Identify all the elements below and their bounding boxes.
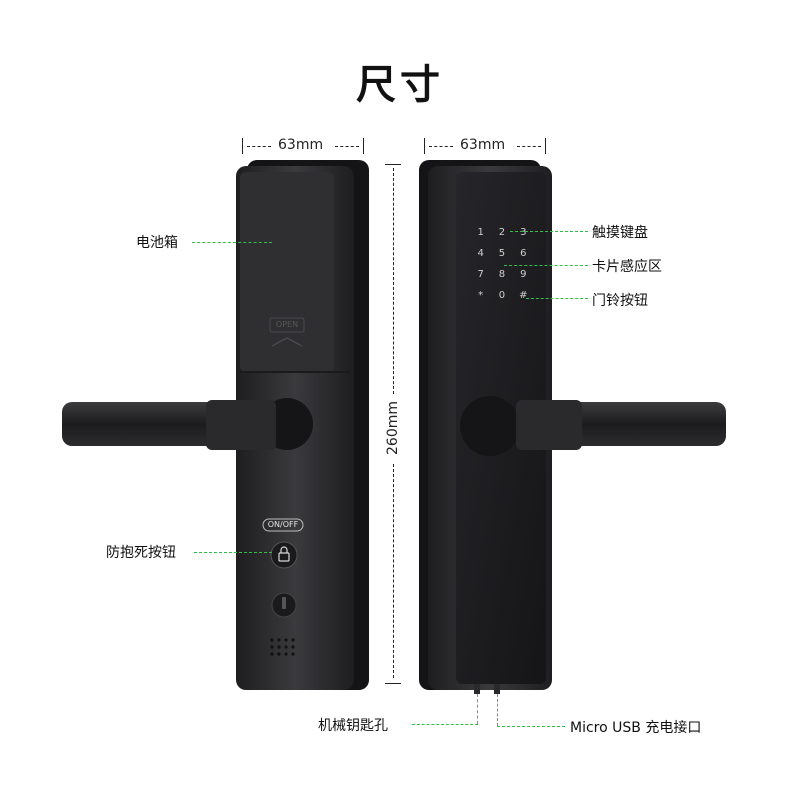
key-4[interactable]: 4 — [477, 248, 484, 259]
key-9[interactable]: 9 — [520, 269, 527, 280]
battery-box-label: 电池箱 — [136, 235, 178, 251]
height-dimension: 260mm — [383, 164, 403, 684]
mechanical-keyhole-label: 机械钥匙孔 — [318, 718, 388, 734]
usb-leader — [497, 726, 565, 727]
key-7[interactable]: 7 — [477, 269, 484, 280]
anti-hug-button-leader — [194, 552, 272, 553]
touch-keypad-leader — [510, 231, 588, 232]
touch-keypad-label: 触摸键盘 — [592, 225, 648, 241]
open-label: OPEN — [275, 320, 299, 329]
card-area-leader — [504, 265, 588, 266]
doorbell-leader — [526, 298, 588, 299]
micro-usb-label: Micro USB 充电接口 — [570, 720, 702, 736]
left-width-value: 63mm — [278, 137, 324, 153]
keyhole-leader-vertical — [477, 694, 478, 724]
outer-lock-body — [419, 160, 726, 694]
battery-box-leader — [192, 242, 272, 243]
page-title: 尺寸 — [356, 62, 444, 108]
key-6[interactable]: 6 — [520, 248, 527, 259]
on-off-label: ON/OFF — [267, 520, 299, 529]
key-1[interactable]: 1 — [477, 227, 484, 238]
right-width-dimension: 63mm — [424, 136, 546, 156]
key-2[interactable]: 2 — [498, 227, 506, 238]
card-area-label: 卡片感应区 — [592, 259, 662, 275]
battery-cover — [240, 172, 334, 372]
keyhole-leader — [412, 724, 478, 725]
key-star[interactable]: * — [478, 290, 484, 301]
key-5[interactable]: 5 — [498, 248, 506, 259]
key-3[interactable]: 3 — [520, 227, 527, 238]
anti-hug-button-label: 防抱死按钮 — [106, 545, 176, 561]
left-width-dimension: 63mm — [242, 136, 364, 156]
inner-lock-body — [62, 160, 369, 690]
key-0[interactable]: 0 — [498, 290, 506, 301]
usb-leader-vertical — [497, 694, 498, 726]
key-hash[interactable]: # — [519, 290, 528, 301]
key-8[interactable]: 8 — [498, 269, 506, 280]
keypad: 1 2 3 4 5 6 7 8 9 * 0 # — [470, 222, 534, 306]
right-width-value: 63mm — [460, 137, 506, 153]
doorbell-label: 门铃按钮 — [592, 293, 648, 309]
